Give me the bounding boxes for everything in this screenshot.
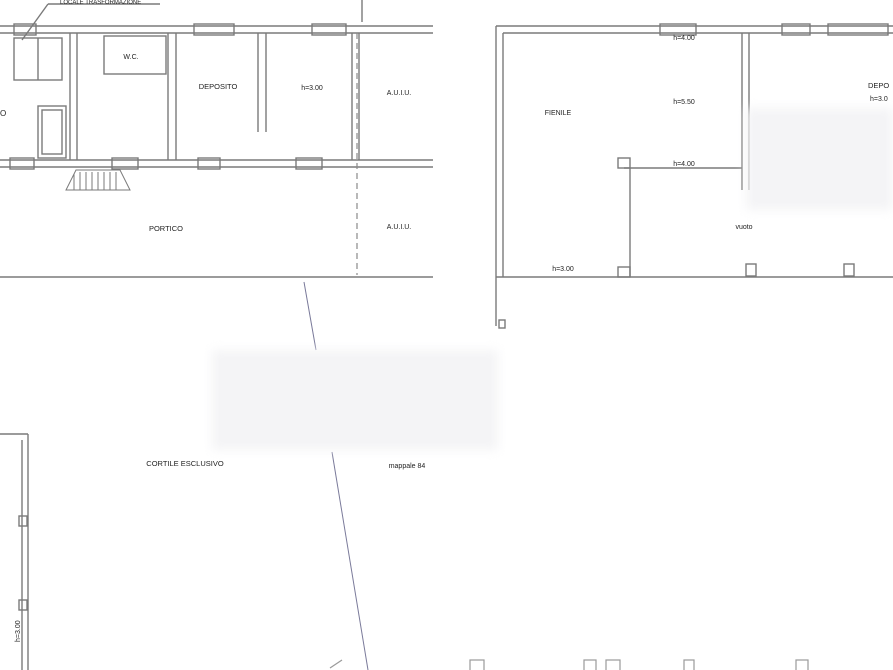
- pillar: [843, 263, 855, 277]
- window: [781, 23, 811, 36]
- room-label: O: [0, 109, 6, 118]
- height-label: h=4.00: [673, 35, 695, 42]
- pillar: [18, 599, 28, 611]
- window: [111, 157, 139, 170]
- pillar: [18, 515, 28, 527]
- fixture: [37, 105, 67, 159]
- fixture: [41, 109, 63, 155]
- room-label: A.U.I.U.: [387, 90, 412, 97]
- window: [295, 157, 323, 170]
- window: [193, 23, 235, 36]
- fixture: [795, 659, 809, 670]
- fixture: [583, 659, 597, 670]
- window: [311, 23, 347, 36]
- height-label: h=3.00: [15, 620, 22, 642]
- window: [827, 23, 889, 36]
- room-label: DEPO: [868, 81, 889, 90]
- redacted-area: [746, 108, 893, 210]
- wc-room: [103, 35, 167, 75]
- room-label: DEPOSITO: [199, 82, 238, 91]
- height-label: h=3.00: [301, 85, 323, 92]
- height-label: h=3.0: [870, 96, 888, 103]
- pillar: [617, 266, 631, 278]
- room-label: PORTICO: [149, 224, 183, 233]
- parcel-label: mappale 84: [389, 463, 426, 470]
- height-label: h=3.00: [552, 266, 574, 273]
- fixture: [683, 659, 695, 670]
- window: [659, 23, 697, 36]
- window: [13, 23, 37, 36]
- height-label: h=4.00: [673, 161, 695, 168]
- window: [9, 157, 35, 170]
- room-label: CORTILE ESCLUSIVO: [146, 459, 224, 468]
- height-label: h=5.50: [673, 99, 695, 106]
- room-label: W.C.: [123, 54, 138, 61]
- room-label: FIENILE: [545, 110, 572, 117]
- callout-leader: [21, 3, 49, 41]
- room-label: vuoto: [735, 224, 752, 231]
- pillar: [498, 319, 506, 329]
- parcel-line: [331, 451, 369, 670]
- room-label: LOCALE TRASFORMAZIONE: [60, 0, 141, 6]
- room-label: A.U.I.U.: [387, 224, 412, 231]
- fixture: [469, 659, 485, 670]
- pillar: [617, 157, 631, 169]
- stairs-icon: [65, 169, 131, 191]
- fixture: [605, 659, 621, 670]
- window: [197, 157, 221, 170]
- pillar: [745, 263, 757, 277]
- fixture-line: [329, 659, 343, 669]
- redacted-area: [212, 350, 498, 450]
- parcel-line: [303, 281, 317, 351]
